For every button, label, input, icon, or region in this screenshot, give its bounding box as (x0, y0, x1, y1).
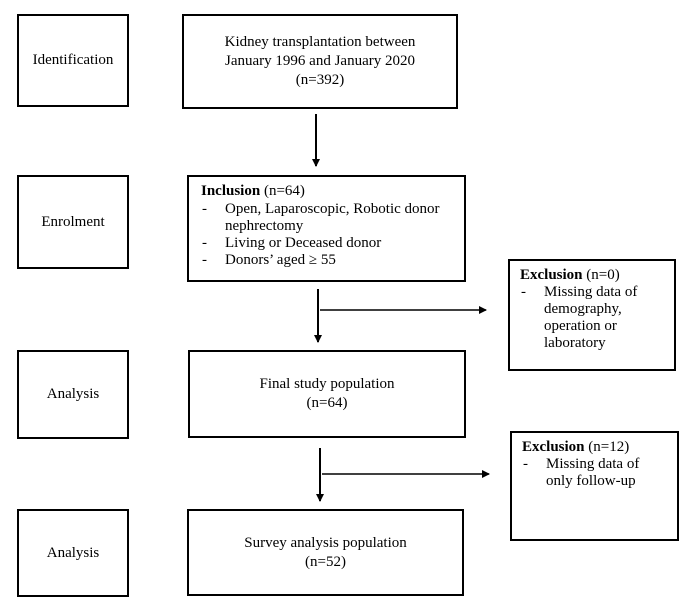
survey-analysis-count: (n=52) (305, 553, 346, 570)
final-study-population-box: Final study population (n=64) (188, 350, 466, 438)
exclusion-1-heading-row: Exclusion (n=0) (520, 267, 666, 284)
exclusion-2-heading-row: Exclusion (n=12) (522, 439, 669, 456)
identification-line-2: January 1996 and January 2020 (225, 53, 415, 69)
stage-analysis-2-label: Analysis (46, 544, 100, 561)
stage-analysis-1-label: Analysis (46, 386, 100, 402)
exclusion-box-1: Exclusion (n=0) Missing data of demograp… (508, 259, 676, 371)
exclusion-2-list: Missing data of only follow-up (522, 456, 669, 490)
stage-analysis-2: Analysis (17, 509, 129, 597)
survey-analysis-label: Survey analysis population (244, 534, 407, 551)
inclusion-list: Open, Laparoscopic, Robotic donor nephre… (201, 201, 456, 269)
inclusion-heading: Inclusion (201, 183, 261, 199)
stage-identification: Identification (17, 14, 129, 107)
exclusion-2-count: (n=12) (584, 439, 630, 455)
inclusion-count: (n=64) (260, 183, 305, 199)
stage-enrolment: Enrolment (17, 175, 129, 269)
identification-count: (n=392) (295, 72, 345, 88)
inclusion-heading-row: Inclusion (n=64) (201, 183, 456, 200)
stage-identification-label: Identification (32, 52, 114, 68)
identification-box: Kidney transplantation between January 1… (182, 14, 458, 109)
list-item: Open, Laparoscopic, Robotic donor nephre… (201, 201, 456, 235)
exclusion-2-heading: Exclusion (522, 439, 585, 455)
stage-analysis-1: Analysis (17, 350, 129, 439)
list-item: Missing data of only follow-up (522, 456, 669, 490)
exclusion-1-list: Missing data of demography, operation or… (520, 284, 666, 352)
list-item: Missing data of demography, operation or… (520, 284, 666, 352)
identification-line-1: Kidney transplantation between (224, 34, 416, 50)
list-item: Donors’ aged ≥ 55 (201, 252, 456, 269)
exclusion-1-count: (n=0) (582, 267, 620, 283)
survey-analysis-population-box: Survey analysis population (n=52) (187, 509, 464, 596)
exclusion-box-2: Exclusion (n=12) Missing data of only fo… (510, 431, 679, 541)
final-study-count: (n=64) (306, 395, 348, 411)
stage-enrolment-label: Enrolment (41, 213, 105, 230)
exclusion-1-heading: Exclusion (520, 267, 583, 283)
final-study-label: Final study population (259, 376, 395, 392)
inclusion-box: Inclusion (n=64) Open, Laparoscopic, Rob… (187, 175, 466, 282)
list-item: Living or Deceased donor (201, 235, 456, 252)
